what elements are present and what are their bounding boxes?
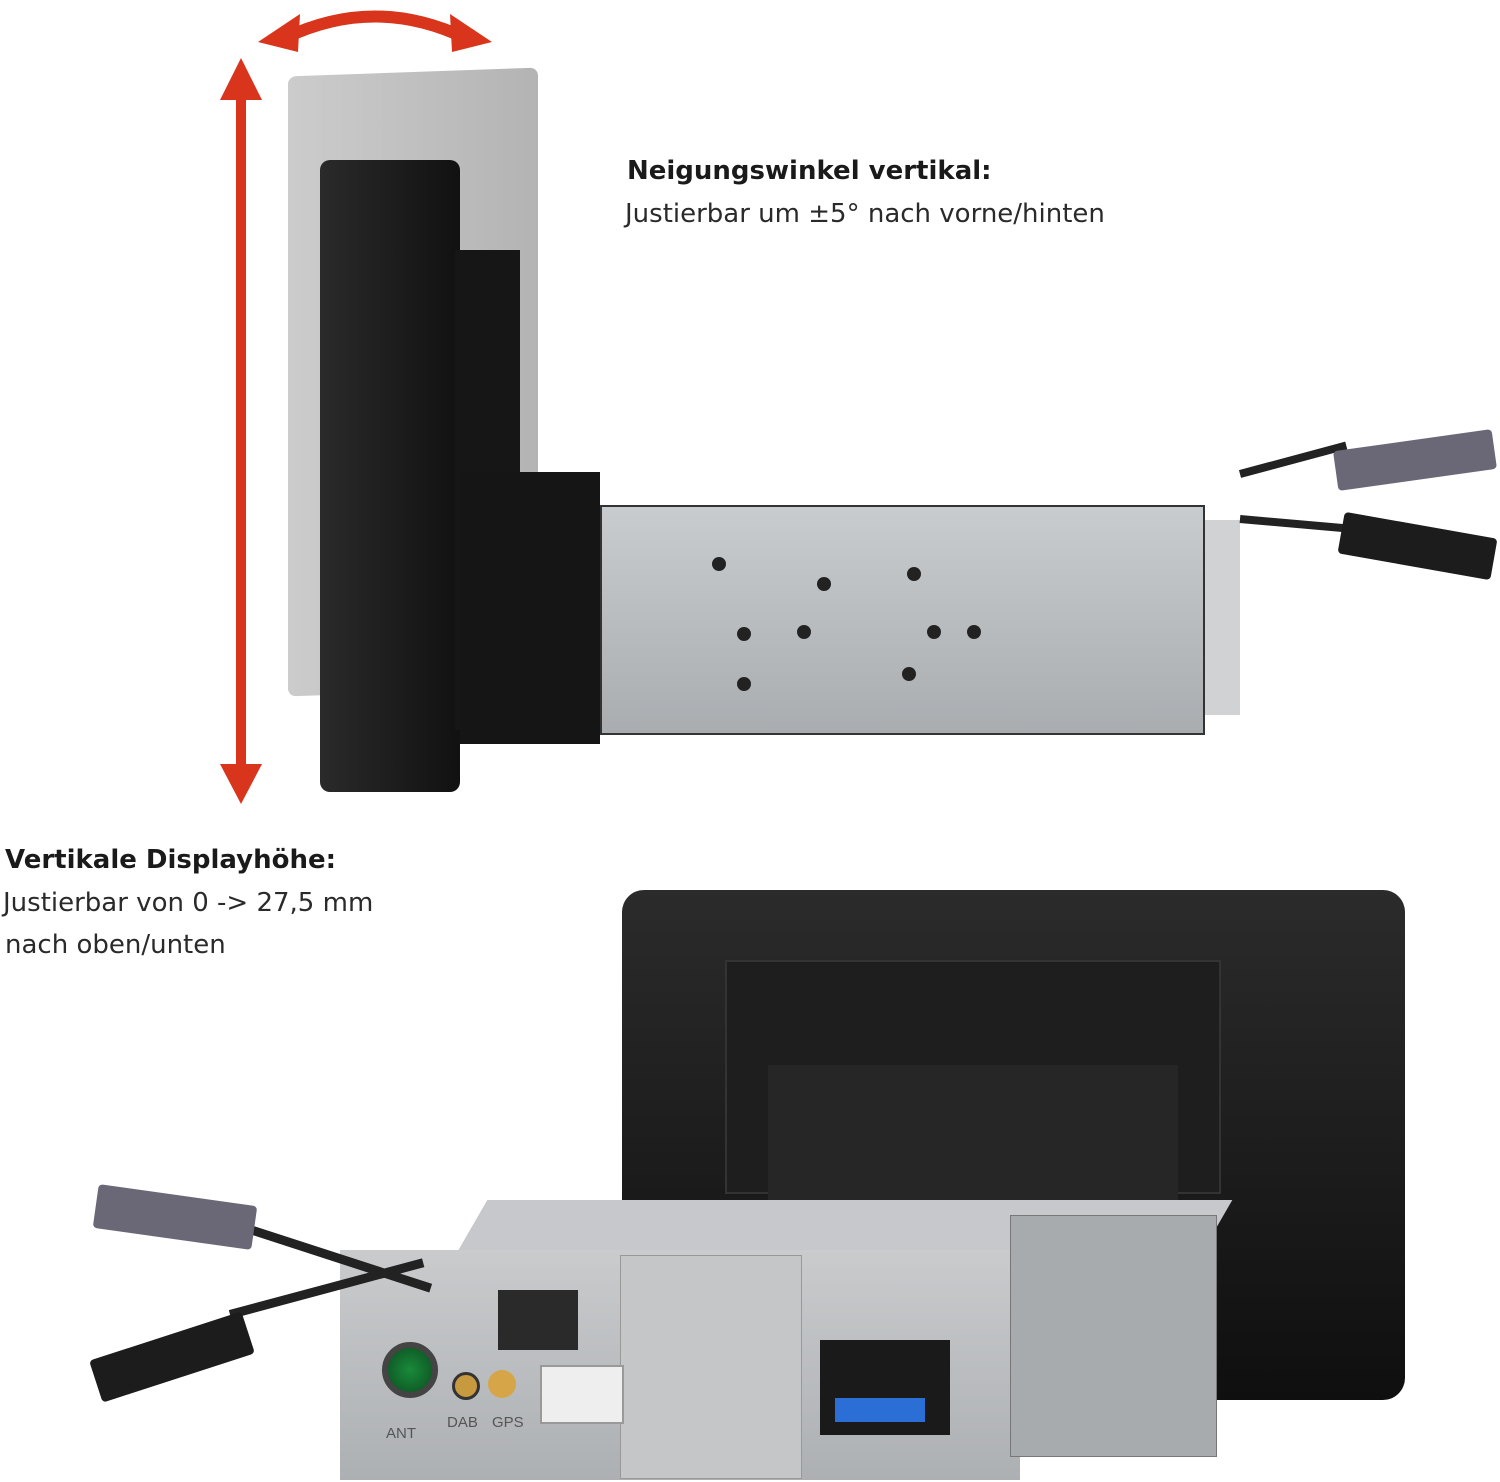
side-view-product-image	[288, 67, 1498, 792]
gps-connector	[488, 1370, 516, 1398]
rear-view-product-image: ANT DAB GPS	[0, 880, 1500, 1482]
usb-plug-1	[1332, 429, 1498, 491]
height-title: Vertikale Displayhöhe:	[5, 845, 337, 875]
tilt-description: Justierbar um ±5° nach vorne/hinten	[625, 199, 1105, 229]
usb-port-slot	[498, 1290, 578, 1350]
dab-connector	[452, 1372, 480, 1400]
height-description-line2: nach oben/unten	[5, 930, 226, 960]
usb-cable-1	[1238, 441, 1348, 478]
usb-cable-2	[1239, 515, 1350, 533]
gps-label: GPS	[492, 1414, 524, 1431]
chassis-center-block	[620, 1255, 802, 1479]
tilt-arrow-icon	[258, 10, 492, 52]
usb-plug-2	[1337, 511, 1498, 581]
tilt-title: Neigungswinkel vertikal:	[627, 156, 992, 186]
chassis-side	[600, 505, 1205, 735]
ant-label: ANT	[386, 1425, 416, 1442]
chassis-side-rear	[1010, 1215, 1217, 1457]
usb-plug-4	[89, 1311, 255, 1403]
chassis-end-plate	[1205, 520, 1240, 715]
ant-connector	[382, 1342, 438, 1398]
blue-fuse-block	[835, 1398, 925, 1422]
display-side	[320, 160, 460, 792]
mount-bracket	[460, 472, 600, 744]
main-connector	[820, 1340, 950, 1435]
height-arrow-icon	[220, 58, 262, 804]
dab-label: DAB	[447, 1414, 478, 1431]
mount-bracket-rear	[768, 1065, 1178, 1215]
iso-connector	[540, 1365, 624, 1424]
height-description-line1: Justierbar von 0 -> 27,5 mm	[3, 888, 374, 918]
usb-plug-3	[92, 1184, 258, 1250]
